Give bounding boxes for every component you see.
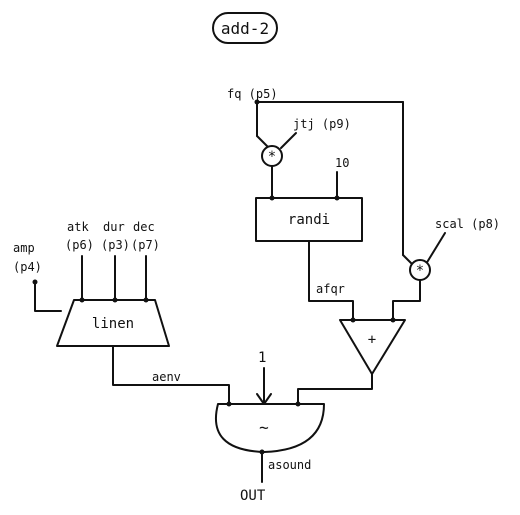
jitter-to-mult1-line — [280, 132, 297, 149]
adder-to-oscil-line — [297, 373, 373, 405]
freq-junction-dot — [254, 99, 260, 105]
oscil-output-dot — [259, 449, 265, 455]
linen-to-oscil-line — [112, 345, 230, 405]
multiplier-2-symbol: * — [416, 263, 424, 279]
randi-to-adder-line — [308, 240, 354, 321]
amp-input-label: amp — [13, 241, 35, 255]
freq-to-mult1-diag — [256, 135, 269, 148]
rate-input-dot — [334, 195, 340, 201]
dur-input-dot — [112, 297, 118, 303]
dur-input-sublabel: (p3) — [101, 238, 130, 252]
linen-module — [56, 299, 170, 347]
jitter-input-label: jtj (p9) — [293, 117, 351, 131]
amp-to-linen-line — [34, 281, 62, 312]
freq-input-label: fq (p5) — [227, 87, 278, 101]
multiplier-1-symbol: * — [268, 149, 276, 165]
atk-input-label: atk — [67, 220, 89, 234]
out-label: OUT — [240, 488, 266, 504]
scale-to-mult2-line — [425, 232, 446, 265]
amp-input-dot — [32, 279, 38, 285]
randi-input-dot — [269, 195, 275, 201]
oscillator-module — [215, 403, 325, 453]
oscillator-symbol: ~ — [259, 418, 269, 437]
adder-module — [339, 319, 406, 375]
phase-input-label: 1 — [258, 350, 266, 366]
title-frame — [212, 12, 278, 44]
amp-input-sublabel: (p4) — [13, 260, 42, 274]
scale-input-label: scal (p8) — [435, 217, 500, 231]
dec-input-dot — [143, 297, 149, 303]
afqr-signal-label: afqr — [316, 282, 345, 296]
dec-input-sublabel: (p7) — [131, 238, 160, 252]
mult2-to-adder-line — [392, 279, 421, 321]
atk-input-sublabel: (p6) — [65, 238, 94, 252]
atk-input-dot — [79, 297, 85, 303]
oscil-amp-input-dot — [226, 401, 232, 407]
randi-label: randi — [288, 212, 330, 228]
oscil-freq-input-dot — [295, 401, 301, 407]
freq-to-mult2-diag — [402, 254, 413, 265]
adder-right-input-dot — [390, 317, 396, 323]
aenv-signal-label: aenv — [152, 370, 181, 384]
adder-left-input-dot — [350, 317, 356, 323]
dur-input-label: dur — [103, 220, 125, 234]
connection-dots — [32, 99, 396, 455]
asound-signal-label: asound — [268, 458, 311, 472]
linen-label: linen — [92, 316, 134, 332]
title-label: add-2 — [221, 19, 269, 38]
adder-symbol: + — [368, 332, 376, 348]
dec-input-label: dec — [133, 220, 155, 234]
rate-input-label: 10 — [335, 156, 349, 170]
